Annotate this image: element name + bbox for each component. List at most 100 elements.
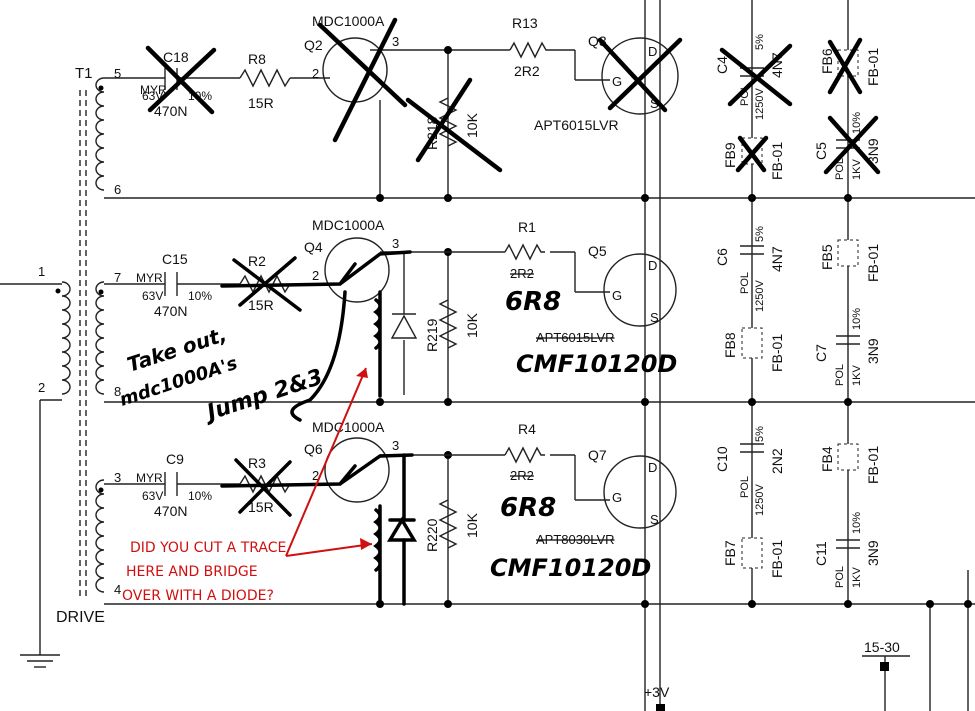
r218-value: 10K (464, 112, 480, 138)
c10-tol: 5% (754, 426, 766, 442)
q5-d: D (648, 258, 657, 273)
c6-name: C6 (714, 248, 730, 266)
q7-name: Q7 (588, 447, 607, 463)
q4-part: MDC1000A (312, 217, 385, 233)
question-line-3: OVER WITH A DIODE? (122, 588, 274, 604)
q2-pin2: 2 (312, 66, 319, 81)
c7-name: C7 (813, 344, 829, 362)
c7-type: POL (834, 364, 846, 386)
c9-type: MYR (136, 471, 163, 485)
q7-d: D (648, 460, 657, 475)
c18-type: MYR (140, 83, 167, 97)
stage-mid: C15 MYR 63V 10% 470N R2 15R MDC1000A Q4 … (136, 217, 677, 398)
q6-part: MDC1000A (312, 419, 385, 435)
q7-old-part: APT8030LVR (536, 532, 615, 547)
r1-old-value: 2R2 (510, 266, 534, 281)
q3-part: APT6015LVR (534, 117, 619, 133)
c5-voltage: 1KV (851, 159, 863, 180)
q5-g: G (612, 288, 622, 303)
c4-tol: 5% (754, 34, 766, 50)
r219-name: R219 (424, 318, 440, 352)
c6-type: POL (739, 272, 751, 294)
q7-new-part: CMF10120D (490, 554, 651, 582)
c15-voltage: 63V (142, 289, 163, 303)
transformer-t1: T1 1 2 5 6 7 8 3 4 DRIVE (0, 65, 121, 668)
c6-tol: 5% (754, 226, 766, 242)
c18-value: 470N (154, 103, 187, 119)
r220-value: 10K (464, 512, 480, 538)
q7-g: G (612, 490, 622, 505)
c15-value: 470N (154, 303, 187, 319)
question-line-1: DID YOU CUT A TRACE (130, 540, 286, 556)
c11-name: C11 (813, 541, 829, 566)
c11-tol: 10% (851, 512, 863, 534)
q3-s: S (650, 96, 659, 111)
c15-tol: 10% (188, 289, 212, 303)
c9-voltage: 63V (142, 489, 163, 503)
fb6-value: FB-01 (865, 48, 881, 86)
r8-name: R8 (248, 51, 266, 67)
c11-voltage: 1KV (851, 567, 863, 588)
c7-value: 3N9 (865, 338, 881, 364)
c4-value: 4N7 (769, 52, 785, 78)
c4-voltage: 1250V (754, 88, 766, 120)
fb6-name: FB6 (819, 48, 835, 74)
r3-value: 15R (248, 499, 274, 515)
q4-pin2: 2 (312, 268, 319, 283)
wires (104, 0, 975, 711)
pin-5-label: 5 (114, 66, 121, 81)
handwritten-note: Take out, mdc1000A's Jump 2&3 (117, 322, 326, 427)
c10-voltage: 1250V (754, 484, 766, 516)
fb9-name: FB9 (722, 142, 738, 168)
c7-tol: 10% (851, 308, 863, 330)
pin-8-label: 8 (114, 384, 121, 399)
fb4-value: FB-01 (865, 446, 881, 484)
q2-name: Q2 (304, 37, 323, 53)
c6-value: 4N7 (769, 246, 785, 272)
c7-voltage: 1KV (851, 365, 863, 386)
question-annotation: DID YOU CUT A TRACE HERE AND BRIDGE OVER… (122, 367, 373, 604)
r8-value: 15R (248, 95, 274, 111)
q3-g: G (612, 74, 622, 89)
stage-top: C18 MYR 63V 10% 470N R8 15R MDC1000A Q2 … (140, 13, 683, 173)
c15-name: C15 (162, 251, 188, 267)
snubbers: C4 POL 1250V 5% 4N7 FB9 FB-01 FB6 FB-01 … (714, 34, 881, 588)
q5-new-part: CMF10120D (516, 350, 677, 378)
rail-3v: +3V (644, 684, 670, 700)
r1-name: R1 (518, 219, 536, 235)
c15-type: MYR (136, 271, 163, 285)
q2-part: MDC1000A (312, 13, 385, 29)
c5-value: 3N9 (865, 138, 881, 164)
q4-name: Q4 (304, 239, 323, 255)
c10-value: 2N2 (769, 448, 785, 474)
r2-value: 15R (248, 297, 274, 313)
c11-value: 3N9 (865, 540, 881, 566)
r13-name: R13 (512, 15, 538, 31)
c5-type: POL (834, 158, 846, 180)
fb7-name: FB7 (722, 540, 738, 566)
pin-7-label: 7 (114, 270, 121, 285)
r4-new-value: 6R8 (500, 493, 556, 523)
fb4-name: FB4 (819, 446, 835, 472)
q5-name: Q5 (588, 243, 607, 259)
stage-bottom: C9 MYR 63V 10% 470N R3 15R MDC1000A Q6 2… (136, 290, 677, 606)
q6-pin3: 3 (392, 438, 399, 453)
q2-pin3: 3 (392, 34, 399, 49)
c9-value: 470N (154, 503, 187, 519)
fb8-name: FB8 (722, 332, 738, 358)
drive-label: DRIVE (56, 609, 105, 626)
r13-value: 2R2 (514, 63, 540, 79)
fb9-value: FB-01 (769, 142, 785, 180)
c5-name: C5 (813, 142, 829, 160)
r3-name: R3 (248, 455, 266, 471)
q5-old-part: APT6015LVR (536, 330, 615, 345)
fb7-value: FB-01 (769, 540, 785, 578)
fb5-value: FB-01 (865, 244, 881, 282)
r4-old-value: 2R2 (510, 468, 534, 483)
pin-6-label: 6 (114, 182, 121, 197)
r220-name: R220 (424, 518, 440, 552)
r1-new-value: 6R8 (505, 287, 561, 317)
q6-pin2: 2 (312, 468, 319, 483)
